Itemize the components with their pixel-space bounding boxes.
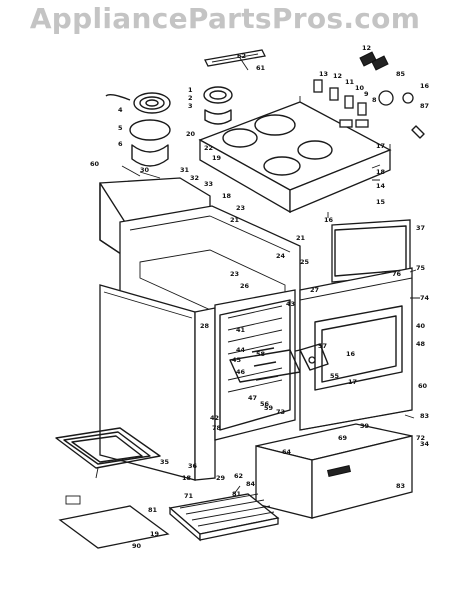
callout-number: 36 xyxy=(188,462,198,470)
part-range-body xyxy=(99,284,216,481)
callout-number: 85 xyxy=(396,70,406,78)
callout-number: 69 xyxy=(338,434,348,442)
leader-lines xyxy=(95,57,420,495)
callout-number: 11 xyxy=(345,78,355,86)
callout-number: 2 xyxy=(188,94,193,102)
callout-number: 28 xyxy=(200,322,210,330)
callout-number: 81 xyxy=(232,490,242,498)
callout-number: 56 xyxy=(260,400,270,408)
callout-number: 23 xyxy=(236,204,245,212)
callout-number: 1 xyxy=(188,86,193,94)
callout-number: 21 xyxy=(230,216,240,224)
callout-number: 57 xyxy=(318,342,327,350)
callout-number: 83 xyxy=(396,482,405,490)
callout-number: 24 xyxy=(276,252,286,260)
callout-number: 60 xyxy=(90,160,100,168)
callout-number: 6 xyxy=(118,140,123,148)
part-top-trim-strip xyxy=(204,49,266,67)
callout-number: 59 xyxy=(264,404,274,412)
part-oven-door xyxy=(299,267,413,431)
part-broiler-pan xyxy=(168,493,280,542)
callout-number: 21 xyxy=(296,234,306,242)
callout-number: 17 xyxy=(376,142,385,150)
part-cooktop xyxy=(198,96,392,214)
callout-number: 22 xyxy=(204,144,213,152)
callout-number: 14 xyxy=(376,182,386,190)
callout-number: 15 xyxy=(376,198,386,206)
callout-number: 16 xyxy=(420,82,430,90)
callout-number: 18 xyxy=(222,192,232,200)
callout-number: 84 xyxy=(246,480,256,488)
part-oven-liner xyxy=(214,289,301,441)
callout-number: 58 xyxy=(256,350,266,358)
callout-number: 62 xyxy=(234,472,243,480)
part-storage-drawer xyxy=(255,423,413,519)
callout-number: 72 xyxy=(416,434,425,442)
callout-number: 23 xyxy=(230,270,239,278)
callout-number: 5 xyxy=(118,124,123,132)
callout-number: 42 xyxy=(210,414,219,422)
callout-number: 47 xyxy=(248,394,257,402)
callout-number: 29 xyxy=(216,474,226,482)
callout-number: 10 xyxy=(355,84,365,92)
callout-number: 45 xyxy=(232,356,242,364)
callout-number: 33 xyxy=(204,180,213,188)
callout-number: 83 xyxy=(420,412,429,420)
callout-number: 90 xyxy=(132,542,142,550)
callout-number: 40 xyxy=(416,322,426,330)
callout-number: 41 xyxy=(236,326,246,334)
part-surface-elements xyxy=(105,86,233,167)
callout-number: 16 xyxy=(346,350,356,358)
callout-number: 13 xyxy=(319,70,328,78)
callout-number: 17 xyxy=(348,378,357,386)
callout-number: 12 xyxy=(362,44,371,52)
callout-number: 19 xyxy=(212,154,222,162)
callout-number: 18 xyxy=(376,168,386,176)
callout-number: 25 xyxy=(300,258,310,266)
callout-number: 30 xyxy=(140,166,150,174)
callout-number: 9 xyxy=(364,90,369,98)
callout-number: 16 xyxy=(324,216,334,224)
callout-number: 19 xyxy=(150,530,160,538)
callout-number: 8 xyxy=(372,96,377,104)
callout-number: 55 xyxy=(330,372,340,380)
callout-number: 4 xyxy=(118,106,123,114)
callout-number: 39 xyxy=(360,422,370,430)
callout-number: 62 xyxy=(237,52,246,60)
callout-number: 87 xyxy=(420,102,429,110)
callout-number: 44 xyxy=(236,346,246,354)
callout-number: 31 xyxy=(180,166,190,174)
part-bottom-panel xyxy=(58,495,170,549)
callout-number: 43 xyxy=(286,300,295,308)
callout-number: 71 xyxy=(184,492,194,500)
callout-number: 32 xyxy=(190,174,199,182)
callout-number: 18 xyxy=(182,474,192,482)
callout-number: 74 xyxy=(420,294,430,302)
callout-number: 73 xyxy=(276,408,285,416)
callout-number: 20 xyxy=(186,130,196,138)
callout-number: 81 xyxy=(148,506,158,514)
callout-number: 27 xyxy=(310,286,319,294)
callout-number: 48 xyxy=(416,340,426,348)
callout-number: 60 xyxy=(418,382,428,390)
callout-number: 78 xyxy=(212,424,222,432)
callout-number: 61 xyxy=(256,64,266,72)
callout-number: 34 xyxy=(420,440,430,448)
callout-number: 26 xyxy=(240,282,250,290)
callout-number: 64 xyxy=(282,448,292,456)
callout-number: 75 xyxy=(416,264,426,272)
callout-number: 3 xyxy=(188,102,193,110)
callout-number: 37 xyxy=(416,224,425,232)
callout-number: 35 xyxy=(160,458,170,466)
part-door-hinge xyxy=(251,343,329,381)
callout-number: 12 xyxy=(333,72,342,80)
callout-number: 46 xyxy=(236,368,246,376)
callout-number: 76 xyxy=(392,270,402,278)
part-bake-element xyxy=(55,427,161,469)
part-knobs-switches xyxy=(313,51,425,139)
